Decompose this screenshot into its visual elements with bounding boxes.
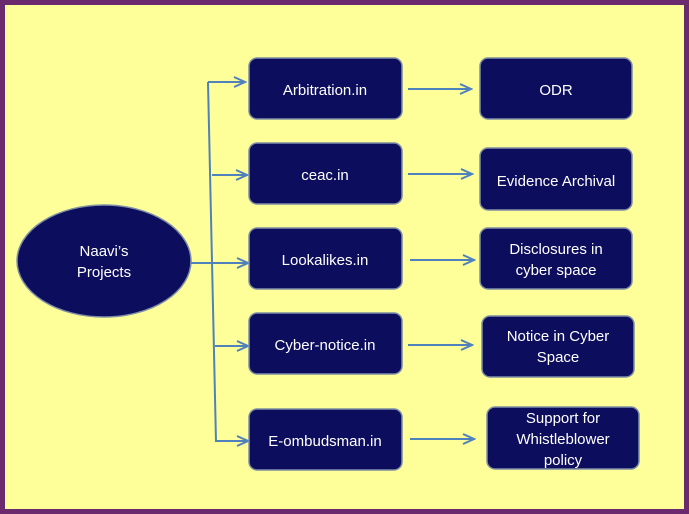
project-node-2: ceac.in — [248, 142, 403, 205]
connectors — [191, 82, 473, 442]
trunk-connector — [207, 81, 217, 443]
outcome-node-5: Support for Whistleblower policy — [486, 406, 640, 470]
outcome-node-3: Disclosures in cyber space — [479, 227, 633, 290]
project-box — [248, 227, 403, 290]
outcome-label-line-1: Notice in Cyber — [507, 328, 610, 345]
project-label: ceac.in — [301, 167, 349, 184]
outcome-label-line-3: policy — [544, 452, 583, 469]
outcome-label-line-2: Space — [537, 349, 580, 366]
outcome-box — [479, 57, 633, 120]
root-node: Naavi’s Projects — [16, 204, 192, 318]
outcome-label-line-1: Evidence Archival — [497, 173, 615, 190]
project-label: Lookalikes.in — [282, 252, 369, 269]
project-node-5: E-ombudsman.in — [248, 408, 403, 471]
project-box — [248, 408, 403, 471]
root-label-line-2: Projects — [77, 264, 131, 281]
outcome-box — [486, 406, 640, 470]
project-box — [248, 142, 403, 205]
outcome-box — [481, 315, 635, 378]
root-ellipse — [16, 204, 192, 318]
project-node-4: Cyber-notice.in — [248, 312, 403, 375]
outcome-label-line-2: Whistleblower — [516, 431, 609, 448]
root-label-line-1: Naavi’s — [80, 243, 129, 260]
outcome-node-1: ODR — [479, 57, 633, 120]
project-label: Cyber-notice.in — [275, 337, 376, 354]
outcome-label-line-1: Disclosures in — [509, 241, 602, 258]
outcome-node-4: Notice in Cyber Space — [481, 315, 635, 378]
outcome-label-line-1: Support for — [526, 410, 600, 427]
project-node-1: Arbitration.in — [248, 57, 403, 120]
project-node-3: Lookalikes.in — [248, 227, 403, 290]
project-label: E-ombudsman.in — [268, 433, 381, 450]
outcome-label-line-2: cyber space — [516, 262, 597, 279]
outcome-label-line-1: ODR — [539, 82, 573, 99]
project-box — [248, 57, 403, 120]
outcome-box — [479, 147, 633, 211]
outcome-node-2: Evidence Archival — [479, 147, 633, 211]
project-label: Arbitration.in — [283, 82, 367, 99]
project-box — [248, 312, 403, 375]
outcome-box — [479, 227, 633, 290]
